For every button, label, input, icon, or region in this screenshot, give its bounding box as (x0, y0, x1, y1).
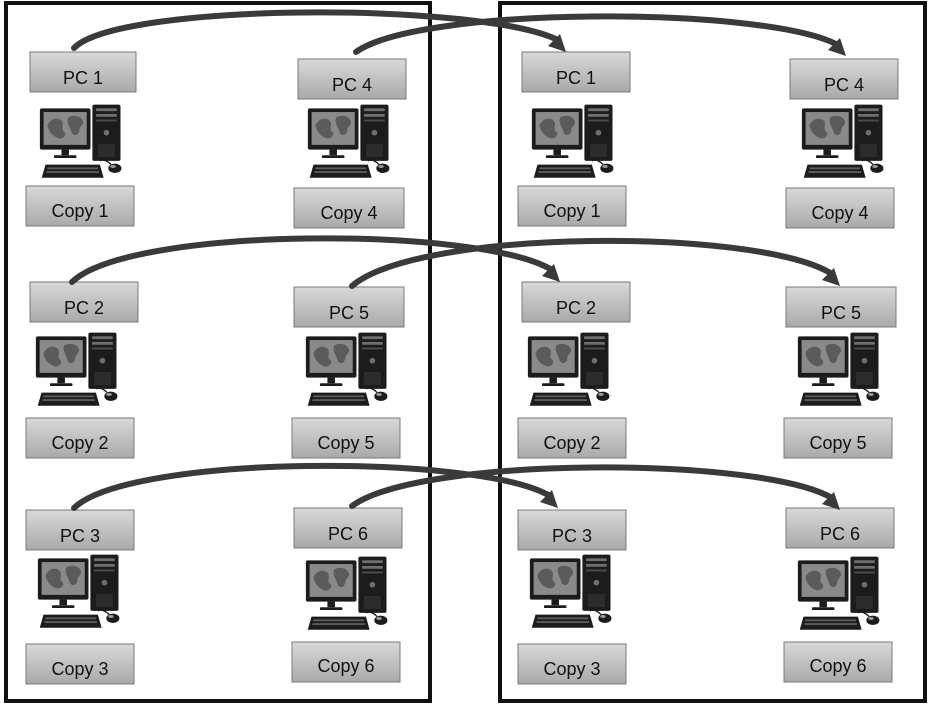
copy-label-box: Copy 3 (517, 643, 627, 685)
arrowhead (548, 34, 566, 52)
copy-label-box: Copy 6 (291, 641, 401, 683)
pc-label: PC 4 (824, 75, 864, 95)
connector-arrows (69, 9, 846, 511)
desktop-computer-icon (35, 331, 119, 407)
copy-label: Copy 1 (51, 201, 108, 221)
copy-label: Copy 5 (809, 433, 866, 453)
copy-label-box: Copy 1 (517, 185, 627, 227)
pc-label: PC 5 (329, 303, 369, 323)
copy-label-box: Copy 1 (25, 185, 135, 227)
pc-label: PC 2 (556, 298, 596, 318)
pc-label-box: PC 4 (297, 58, 407, 100)
arrowhead (540, 490, 558, 508)
desktop-computer-icon (37, 553, 121, 629)
desktop-computer-icon (305, 331, 389, 407)
pc-label-box: PC 1 (521, 51, 631, 93)
pc-label: PC 3 (552, 526, 592, 546)
pc-label-box: PC 3 (25, 509, 135, 551)
pc-label: PC 6 (820, 524, 860, 544)
group-box-left (4, 1, 432, 703)
connector-arrow (71, 9, 561, 51)
pc-label-box: PC 4 (789, 58, 899, 100)
connector-arrow (353, 13, 839, 55)
arrowhead (828, 38, 846, 56)
arrowhead (822, 492, 840, 510)
group-box-right (498, 1, 927, 703)
arrowhead (542, 264, 560, 282)
desktop-computer-icon (797, 555, 881, 631)
copy-label-box: Copy 2 (25, 417, 135, 459)
copy-label: Copy 2 (543, 433, 600, 453)
copy-label: Copy 2 (51, 433, 108, 453)
desktop-computer-icon (797, 331, 881, 407)
desktop-computer-icon (307, 103, 391, 179)
copy-label-box: Copy 6 (783, 641, 893, 683)
copy-label: Copy 1 (543, 201, 600, 221)
pc-label: PC 1 (556, 68, 596, 88)
connector-arrow (349, 237, 835, 289)
copy-label-box: Copy 3 (25, 643, 135, 685)
desktop-computer-icon (529, 553, 613, 629)
pc-label: PC 6 (328, 524, 368, 544)
pc-label: PC 2 (64, 298, 104, 318)
pc-label-box: PC 2 (29, 281, 139, 323)
pc-label-box: PC 1 (29, 51, 137, 93)
copy-label: Copy 5 (317, 433, 374, 453)
pc-label: PC 1 (63, 68, 103, 88)
copy-label: Copy 6 (317, 656, 374, 676)
pc-label-box: PC 3 (517, 509, 627, 551)
pc-label: PC 5 (821, 303, 861, 323)
copy-label: Copy 3 (543, 659, 600, 679)
pc-label-box: PC 2 (521, 281, 631, 323)
copy-label: Copy 4 (811, 203, 868, 223)
copy-label-box: Copy 2 (517, 417, 627, 459)
pc-label-box: PC 5 (785, 286, 897, 328)
pc-label: PC 3 (60, 526, 100, 546)
copy-label: Copy 6 (809, 656, 866, 676)
desktop-computer-icon (527, 331, 611, 407)
copy-label-box: Copy 4 (293, 187, 405, 229)
pc-label-box: PC 6 (293, 507, 403, 549)
pc-label-box: PC 5 (293, 286, 405, 328)
copy-label-box: Copy 5 (291, 417, 401, 459)
copy-label-box: Copy 4 (785, 187, 895, 229)
copy-label-box: Copy 5 (783, 417, 893, 459)
desktop-computer-icon (39, 103, 123, 179)
copy-label: Copy 4 (320, 203, 377, 223)
desktop-computer-icon (801, 103, 885, 179)
connector-arrow (69, 235, 555, 285)
connector-arrow (71, 462, 553, 511)
arrowhead (822, 268, 840, 286)
copy-label: Copy 3 (51, 659, 108, 679)
pc-label-box: PC 6 (785, 507, 895, 549)
pc-label: PC 4 (332, 75, 372, 95)
desktop-computer-icon (531, 103, 615, 179)
connector-arrow (349, 464, 835, 509)
desktop-computer-icon (305, 555, 389, 631)
